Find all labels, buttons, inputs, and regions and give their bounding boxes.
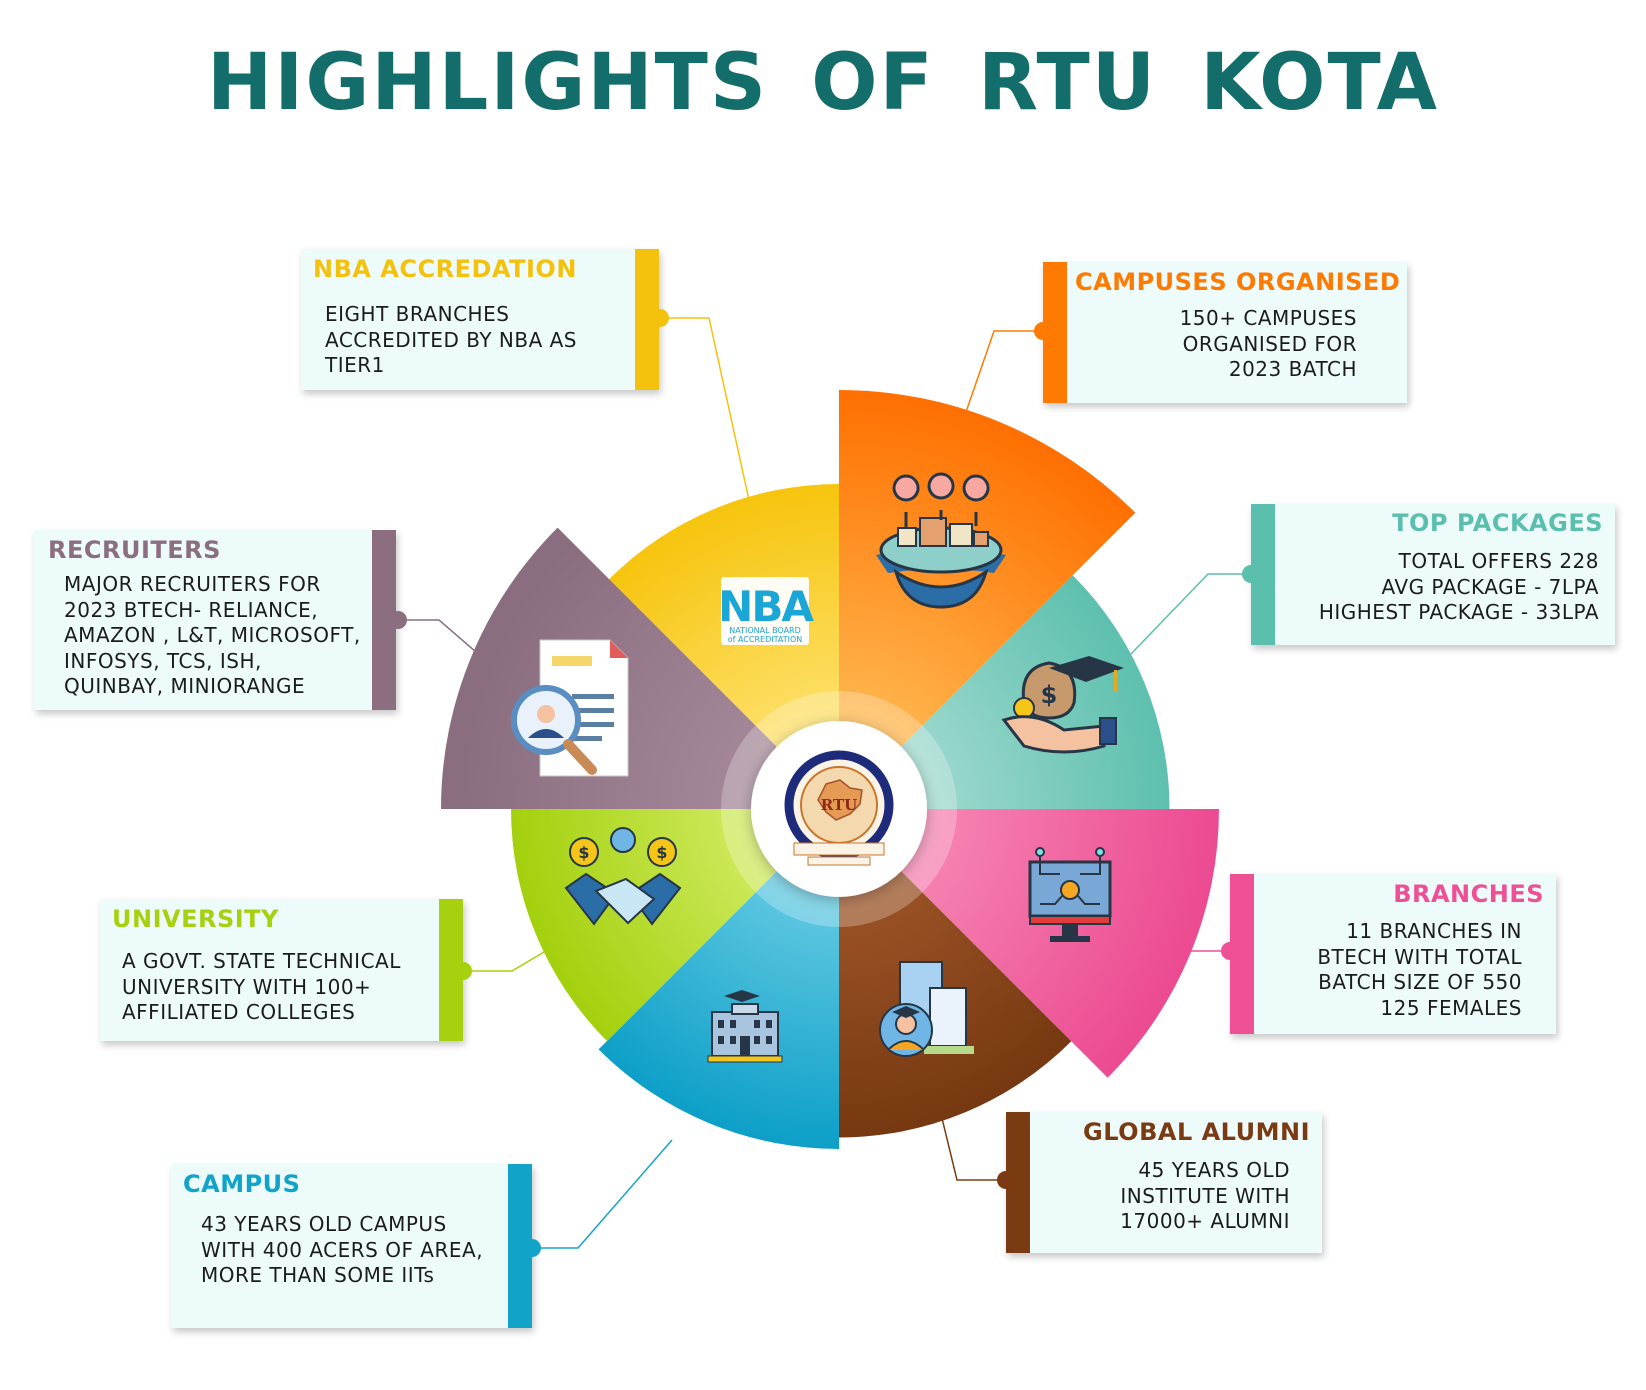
card-text: EIGHT BRANCHES ACCREDITED BY NBA AS TIER…	[325, 302, 578, 377]
circuit-monitor-icon	[1028, 847, 1112, 942]
money-bag-cap-icon: $	[1001, 656, 1124, 754]
svg-text:$: $	[578, 843, 589, 862]
svg-text:RTU: RTU	[821, 796, 857, 814]
segment-nba-fix	[609, 484, 839, 809]
card-text: TOTAL OFFERS 228 AVG PACKAGE - 7LPA HIGH…	[1318, 549, 1599, 624]
card-text: 43 YEARS OLD CAMPUS WITH 400 ACERS OF AR…	[201, 1212, 484, 1287]
card-recruiters: RECRUITERS MAJOR RECRUITERS FOR 2023 BTE…	[34, 530, 396, 710]
card-heading: NBA ACCREDATION	[313, 255, 577, 283]
segment-university	[510, 809, 839, 1041]
connector-dot-packages	[1242, 565, 1260, 583]
card-text: 150+ CAMPUSES ORGANISED FOR 2023 BATCH	[1179, 306, 1357, 381]
card-top-packages: TOP PACKAGES TOTAL OFFERS 228 AVG PACKAG…	[1251, 504, 1615, 645]
connector-dot-branches	[1221, 942, 1239, 960]
card-heading: CAMPUS	[183, 1170, 301, 1198]
nba-logo-icon: NBA NATIONAL BOARD of ACCREDITATION	[718, 577, 816, 645]
connector-dot-alumni	[997, 1171, 1015, 1189]
card-campuses-organised: CAMPUSES ORGANISED 150+ CAMPUSES ORGANIS…	[1043, 262, 1407, 403]
resume-search-icon	[511, 639, 629, 777]
segment-campus	[598, 809, 839, 1149]
card-text: MAJOR RECRUITERS FOR 2023 BTECH- RELIANC…	[64, 572, 361, 698]
card-text: 11 BRANCHES IN BTECH WITH TOTAL BATCH SI…	[1317, 919, 1522, 1020]
connector-dot-university	[454, 962, 472, 980]
card-heading: CAMPUSES ORGANISED	[1075, 268, 1401, 296]
page-title: HIGHLIGHTS OF RTU KOTA	[207, 38, 1439, 128]
card-global-alumni: GLOBAL ALUMNI 45 YEARS OLD INSTITUTE WIT…	[1006, 1112, 1322, 1253]
handshake-icon: $ $	[564, 827, 682, 926]
card-campus: CAMPUS 43 YEARS OLD CAMPUS WITH 400 ACER…	[171, 1164, 532, 1328]
card-heading: UNIVERSITY	[112, 905, 279, 933]
card-heading: TOP PACKAGES	[1392, 509, 1603, 537]
card-text: A GOVT. STATE TECHNICAL UNIVERSITY WITH …	[122, 949, 401, 1024]
svg-text:$: $	[1041, 681, 1058, 709]
graduate-building-icon	[879, 961, 974, 1057]
svg-text:$: $	[656, 843, 667, 862]
card-university: UNIVERSITY A GOVT. STATE TECHNICAL UNIVE…	[100, 899, 463, 1041]
card-heading: RECRUITERS	[48, 536, 221, 564]
segment-branches	[839, 809, 1219, 1078]
card-heading: GLOBAL ALUMNI	[1083, 1118, 1310, 1146]
university-building-icon	[707, 990, 783, 1063]
card-text: 45 YEARS OLD INSTITUTE WITH 17000+ ALUMN…	[1120, 1158, 1290, 1233]
rtu-logo-icon: RTU	[784, 750, 894, 866]
connector-dot-recruiters	[389, 611, 407, 629]
svg-text:NBA: NBA	[718, 582, 814, 631]
card-nba-accreditation: NBA ACCREDATION EIGHT BRANCHES ACCREDITE…	[301, 249, 659, 390]
globe-pins-icon	[876, 472, 1006, 609]
connector-dot-campus	[523, 1239, 541, 1257]
connector-dot-campuses	[1034, 322, 1052, 340]
card-branches: BRANCHES 11 BRANCHES IN BTECH WITH TOTAL…	[1230, 874, 1556, 1034]
svg-text:of ACCREDITATION: of ACCREDITATION	[728, 635, 803, 644]
svg-text:NATIONAL BOARD: NATIONAL BOARD	[729, 626, 801, 635]
card-heading: BRANCHES	[1393, 880, 1544, 908]
connector-lines	[400, 317, 1247, 1249]
connector-dot-nba	[651, 309, 669, 327]
